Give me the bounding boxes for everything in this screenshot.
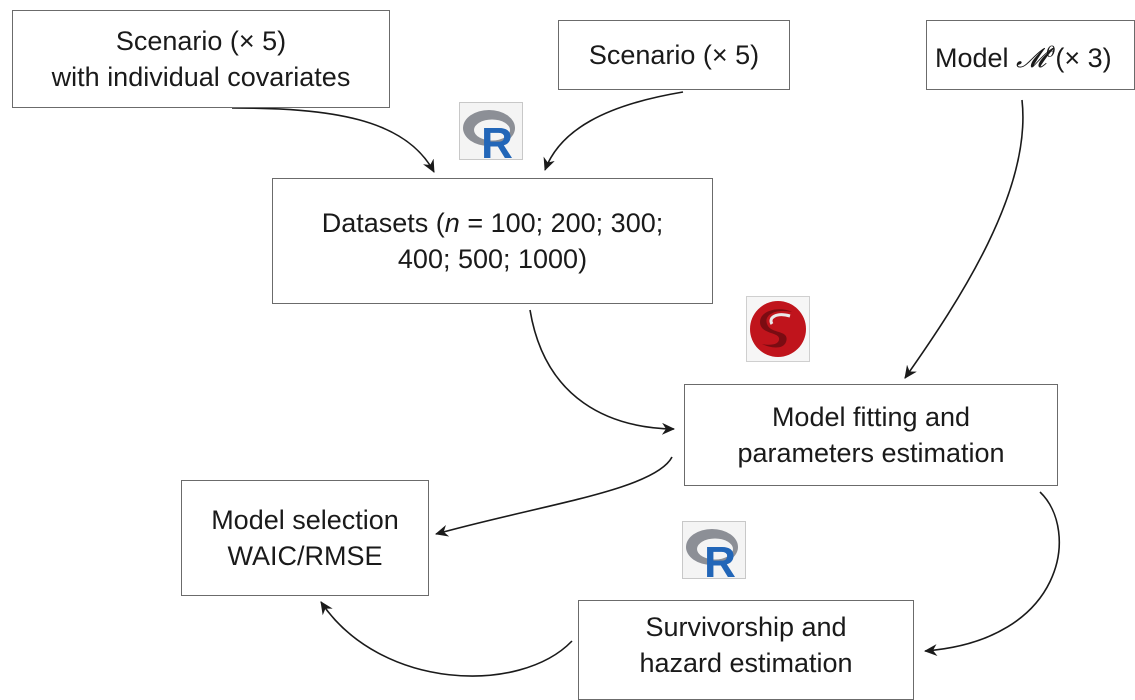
arrow-scenario-to-datasets	[543, 91, 684, 171]
scenario-covariates-line1: Scenario (× 5)	[115, 26, 287, 56]
model-fitting-line2: parameters estimation	[737, 438, 1005, 468]
r-logo-icon: R	[459, 102, 523, 160]
arrow-survivorship-to-selection	[320, 601, 573, 677]
model-fitting-box: Model fitting and parameters estimation	[684, 384, 1058, 486]
model-symbol: 𝓜	[1016, 42, 1047, 74]
scenario-box: Scenario (× 5)	[558, 20, 790, 90]
arrow-fitting-to-selection	[435, 456, 673, 537]
stan-logo-icon: S	[746, 296, 810, 362]
model-suffix: (× 3)	[1055, 42, 1112, 73]
model-selection-line1: Model selection	[211, 505, 399, 535]
model-label: Model 𝓜θ(× 3)	[935, 34, 1112, 77]
model-fitting-line1: Model fitting and	[771, 402, 971, 432]
datasets-rest: = 100; 200; 300;	[459, 208, 664, 238]
model-selection-line2: WAIC/RMSE	[227, 541, 383, 571]
scenario-covariates-line2: with individual covariates	[51, 62, 351, 92]
datasets-line2: 400; 500; 1000)	[397, 244, 588, 274]
datasets-n: n	[444, 208, 460, 238]
arrow-datasets-to-fitting	[529, 309, 675, 435]
arrow-scenario-cov-to-datasets	[231, 107, 435, 173]
arrow-model-to-fitting	[904, 99, 1024, 379]
survivorship-line2: hazard estimation	[639, 648, 853, 678]
model-superscript: θ	[1046, 42, 1056, 61]
scenario-covariates-box: Scenario (× 5) with individual covariate…	[12, 10, 390, 108]
survivorship-box: Survivorship and hazard estimation	[578, 600, 914, 700]
stan-logo-letter: S	[778, 340, 779, 342]
model-box: Model 𝓜θ(× 3)	[926, 20, 1135, 90]
r-logo-bottom-icon: R	[682, 521, 746, 579]
model-selection-box: Model selection WAIC/RMSE	[181, 480, 429, 596]
r-logo-letter: R	[481, 119, 513, 160]
r-logo-bottom-letter: R	[704, 538, 736, 579]
model-prefix: Model	[935, 42, 1017, 73]
arrow-fitting-to-survivorship	[924, 491, 1060, 657]
survivorship-line1: Survivorship and	[645, 612, 847, 642]
datasets-prefix: Datasets (	[321, 208, 445, 238]
datasets-line1: Datasets (n = 100; 200; 300;	[322, 205, 664, 241]
scenario-label: Scenario (× 5)	[588, 40, 760, 70]
datasets-box: Datasets (n = 100; 200; 300; 400; 500; 1…	[272, 178, 713, 304]
